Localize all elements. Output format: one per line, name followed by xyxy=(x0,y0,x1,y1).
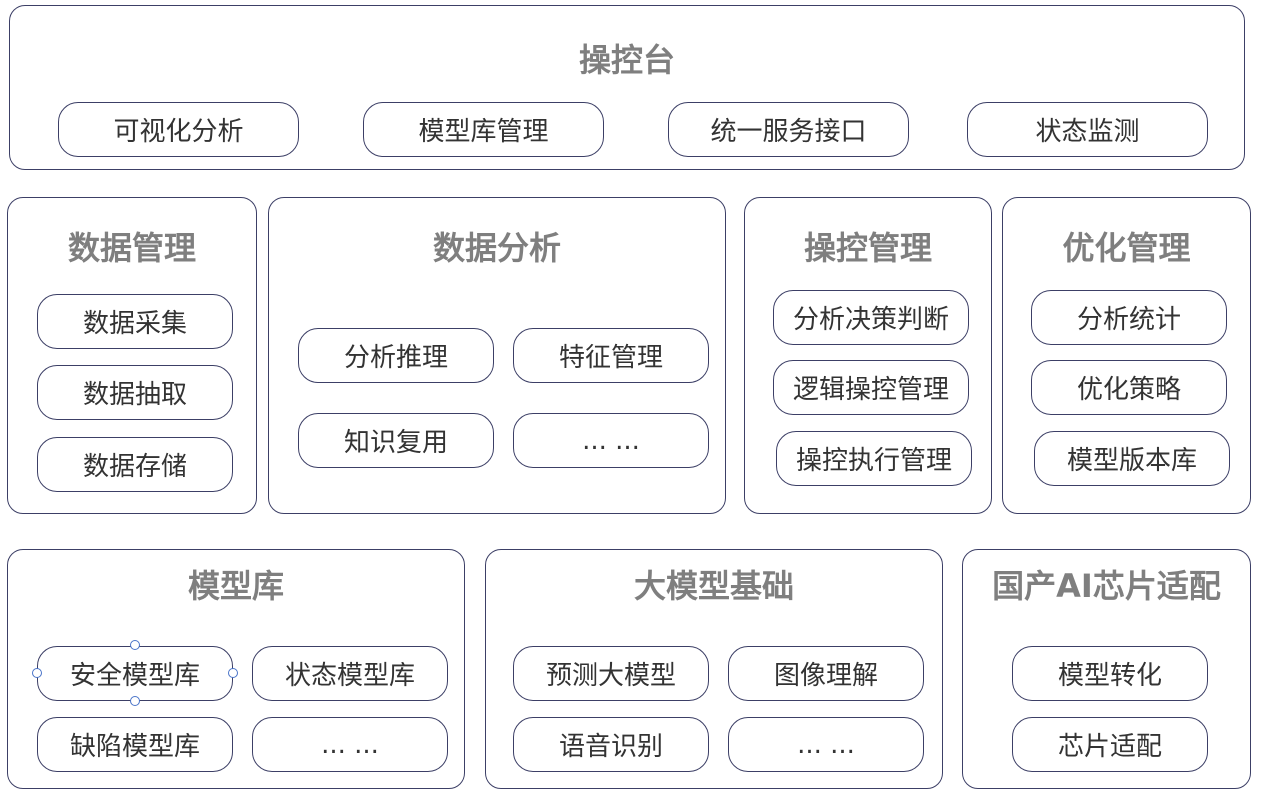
control-mgmt-item-decision[interactable]: 分析决策判断 xyxy=(773,290,969,345)
model-lib-item-safety[interactable]: 安全模型库 xyxy=(37,646,233,701)
console-item-status-monitor[interactable]: 状态监测 xyxy=(967,102,1208,157)
llm-base-title: 大模型基础 xyxy=(633,567,794,605)
data-mgmt-item-collect[interactable]: 数据采集 xyxy=(37,294,233,349)
console-item-unified-service-api[interactable]: 统一服务接口 xyxy=(668,102,909,157)
ai-chip-item-model-conversion[interactable]: 模型转化 xyxy=(1012,646,1208,701)
data-analysis-title: 数据分析 xyxy=(432,229,561,267)
llm-base-item-prediction[interactable]: 预测大模型 xyxy=(513,646,709,701)
model-lib-item-status[interactable]: 状态模型库 xyxy=(252,646,448,701)
ai-chip-item-chip-adaptation[interactable]: 芯片适配 xyxy=(1012,717,1208,772)
opt-mgmt-item-stats[interactable]: 分析统计 xyxy=(1031,290,1227,345)
llm-base-item-image-understanding[interactable]: 图像理解 xyxy=(728,646,924,701)
control-mgmt-item-execution[interactable]: 操控执行管理 xyxy=(776,431,972,486)
llm-base-item-speech-recognition[interactable]: 语音识别 xyxy=(513,717,709,772)
data-mgmt-title: 数据管理 xyxy=(67,229,196,267)
data-mgmt-item-store[interactable]: 数据存储 xyxy=(37,437,233,492)
data-analysis-item-inference[interactable]: 分析推理 xyxy=(298,328,494,383)
data-analysis-item-more[interactable]: ... ... xyxy=(513,413,709,468)
model-lib-title: 模型库 xyxy=(187,567,284,605)
selection-handle-top[interactable] xyxy=(130,640,140,650)
data-analysis-item-knowledge-reuse[interactable]: 知识复用 xyxy=(298,413,494,468)
model-lib-item-more[interactable]: ... ... xyxy=(252,717,448,772)
selection-handle-right[interactable] xyxy=(228,668,238,678)
data-analysis-item-feature-mgmt[interactable]: 特征管理 xyxy=(513,328,709,383)
model-lib-item-defect[interactable]: 缺陷模型库 xyxy=(37,717,233,772)
console-item-visual-analysis[interactable]: 可视化分析 xyxy=(58,102,299,157)
control-mgmt-item-logic-control[interactable]: 逻辑操控管理 xyxy=(773,360,969,415)
opt-mgmt-title: 优化管理 xyxy=(1062,229,1191,267)
llm-base-item-more[interactable]: ... ... xyxy=(728,717,924,772)
console-item-model-lib-mgmt[interactable]: 模型库管理 xyxy=(363,102,604,157)
ai-chip-title: 国产AI芯片适配 xyxy=(992,567,1221,605)
selection-handle-bottom[interactable] xyxy=(130,696,140,706)
opt-mgmt-item-version-lib[interactable]: 模型版本库 xyxy=(1034,431,1230,486)
data-mgmt-item-extract[interactable]: 数据抽取 xyxy=(37,365,233,420)
opt-mgmt-item-strategy[interactable]: 优化策略 xyxy=(1031,360,1227,415)
control-mgmt-title: 操控管理 xyxy=(803,229,932,267)
selection-handle-left[interactable] xyxy=(32,668,42,678)
console-title: 操控台 xyxy=(578,41,675,79)
